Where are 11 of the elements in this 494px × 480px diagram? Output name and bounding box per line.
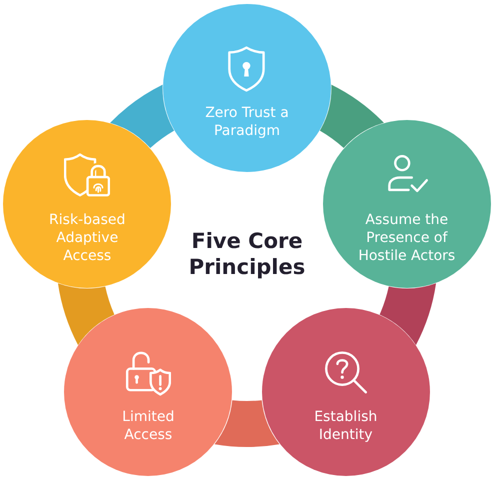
- principle-label: Zero Trust a Paradigm: [204, 104, 290, 140]
- connector-band: [214, 400, 280, 447]
- principle-label: Establish Identity: [313, 408, 378, 444]
- principle-label: Assume the Presence of Hostile Actors: [357, 211, 456, 266]
- connector-band: [110, 84, 174, 148]
- connector-band: [58, 283, 114, 346]
- principle-label: Limited Access: [121, 408, 176, 444]
- connector-band: [320, 84, 384, 148]
- connector-band: [380, 283, 436, 346]
- principle-label: Risk-based Adaptive Access: [48, 211, 126, 266]
- center-title: Five Core Principles: [188, 228, 306, 280]
